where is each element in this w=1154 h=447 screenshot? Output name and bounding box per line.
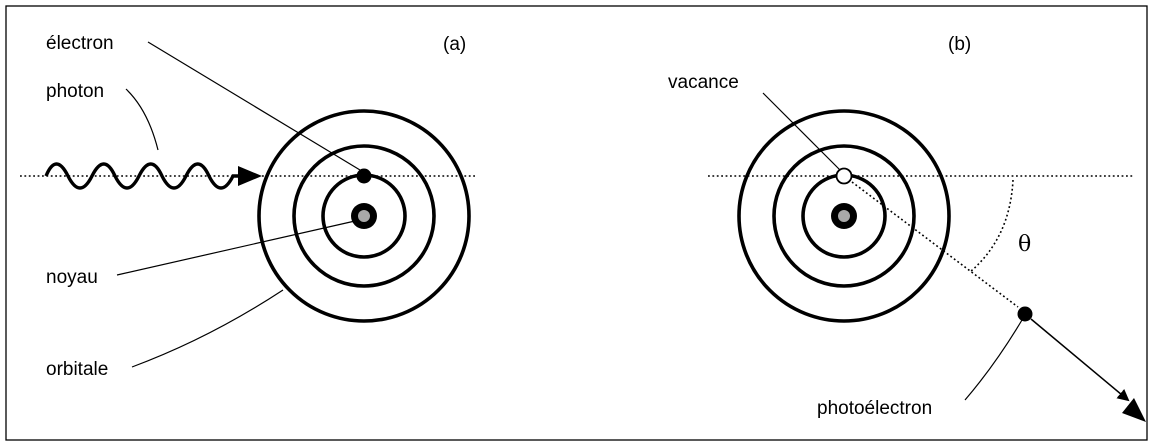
leader-photon xyxy=(125,88,159,151)
panel-a-tag: (a) xyxy=(443,34,466,55)
label-photoelectron: photoélectron xyxy=(817,398,932,419)
orbital-outer xyxy=(257,109,471,323)
leader-electron xyxy=(147,41,361,171)
photoelectron-path xyxy=(851,181,1019,308)
label-nucleus: noyau xyxy=(46,267,98,288)
label-angle: θ xyxy=(1018,232,1031,257)
orbital-middle-b xyxy=(772,144,916,288)
angle-arc xyxy=(969,179,1014,273)
label-vacancy: vacance xyxy=(668,72,739,93)
orbital-middle xyxy=(292,144,436,288)
leader-vacancy xyxy=(762,92,841,171)
nucleus-core xyxy=(358,210,370,222)
panel-a: (a) électron photon noyau orbitale xyxy=(20,33,475,380)
orbital-outer-b xyxy=(737,109,951,323)
photoelectron-dot xyxy=(1017,306,1033,322)
leader-orbital xyxy=(131,289,284,368)
label-electron: électron xyxy=(46,33,114,54)
leader-photoelectron xyxy=(964,319,1023,401)
electron-dot xyxy=(356,168,372,184)
label-photon: photon xyxy=(46,81,104,102)
photon-arrow-head xyxy=(238,166,262,186)
photon-wave xyxy=(44,162,244,190)
panel-b-tag: (b) xyxy=(948,34,971,55)
vacancy-dot xyxy=(835,167,853,185)
panel-b: (b) θ vacance photoélectron xyxy=(668,34,1146,422)
nucleus-core-b xyxy=(838,210,850,222)
photoelectron-arrow-head xyxy=(1122,398,1146,422)
leader-nucleus xyxy=(116,220,356,276)
figure-frame xyxy=(5,5,1148,441)
label-orbital: orbitale xyxy=(46,359,108,380)
photoelectron-trajectory xyxy=(1030,318,1130,402)
